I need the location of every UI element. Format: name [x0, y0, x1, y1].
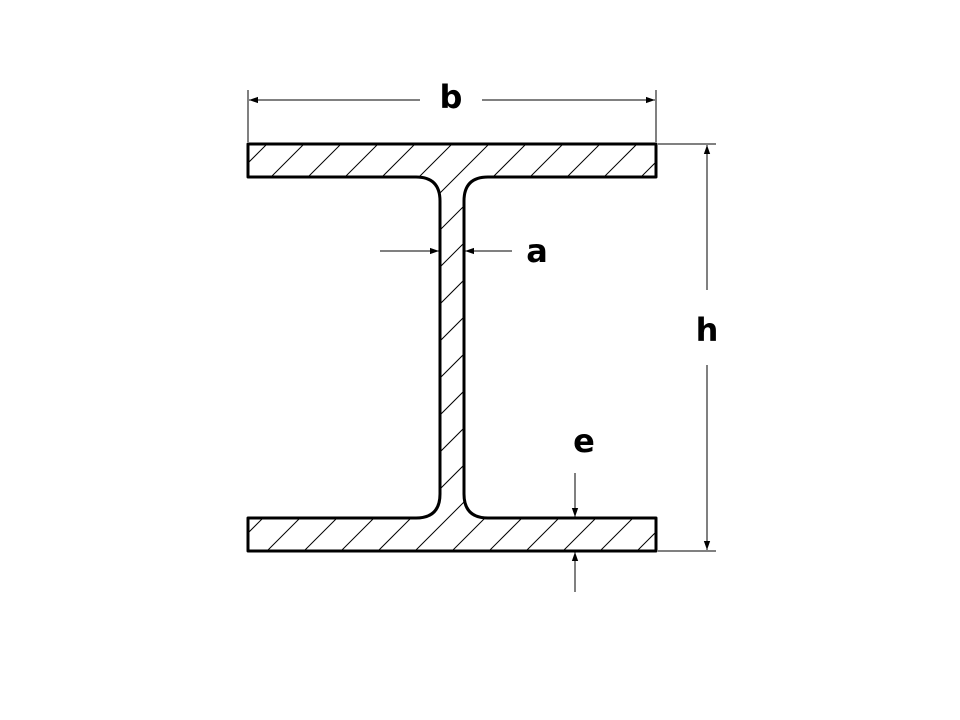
hatch-line [0, 100, 200, 700]
hatch-line [248, 144, 386, 551]
beam-fill [248, 144, 656, 551]
beam-outline [246, 142, 658, 553]
hatch-line [248, 144, 571, 551]
dimension-label-b: b [440, 78, 463, 116]
hatch-line [248, 144, 656, 551]
hatch-line [248, 144, 349, 551]
dimension-h [658, 143, 716, 552]
dimension-label-a: a [526, 232, 548, 270]
i-beam-section [0, 100, 960, 700]
hatch-line [487, 144, 656, 551]
hatch-line [598, 144, 656, 551]
hatch-line [248, 144, 312, 551]
hatch-line [248, 144, 656, 551]
hatch-line [248, 144, 460, 551]
dimension-b [247, 90, 657, 142]
hatch-line [265, 144, 656, 551]
hatch-line [673, 100, 960, 700]
dimension-label-h: h [696, 311, 719, 349]
hatch-line [248, 144, 656, 551]
hatch-line [561, 144, 656, 551]
section-hatching [0, 100, 960, 700]
hatch-line [450, 144, 656, 551]
hatch-line [248, 144, 645, 551]
hatch-line [339, 144, 656, 551]
dimension-label-e: e [573, 422, 595, 460]
hatch-line [248, 144, 497, 551]
hatch-line [248, 144, 608, 551]
hatch-line [248, 144, 275, 551]
hatch-line [524, 144, 656, 551]
hatch-line [248, 144, 656, 551]
hatch-line [0, 100, 237, 700]
hatch-line [413, 144, 656, 551]
hatch-line [635, 144, 656, 551]
hatch-line [302, 144, 656, 551]
hatch-line [248, 144, 423, 551]
